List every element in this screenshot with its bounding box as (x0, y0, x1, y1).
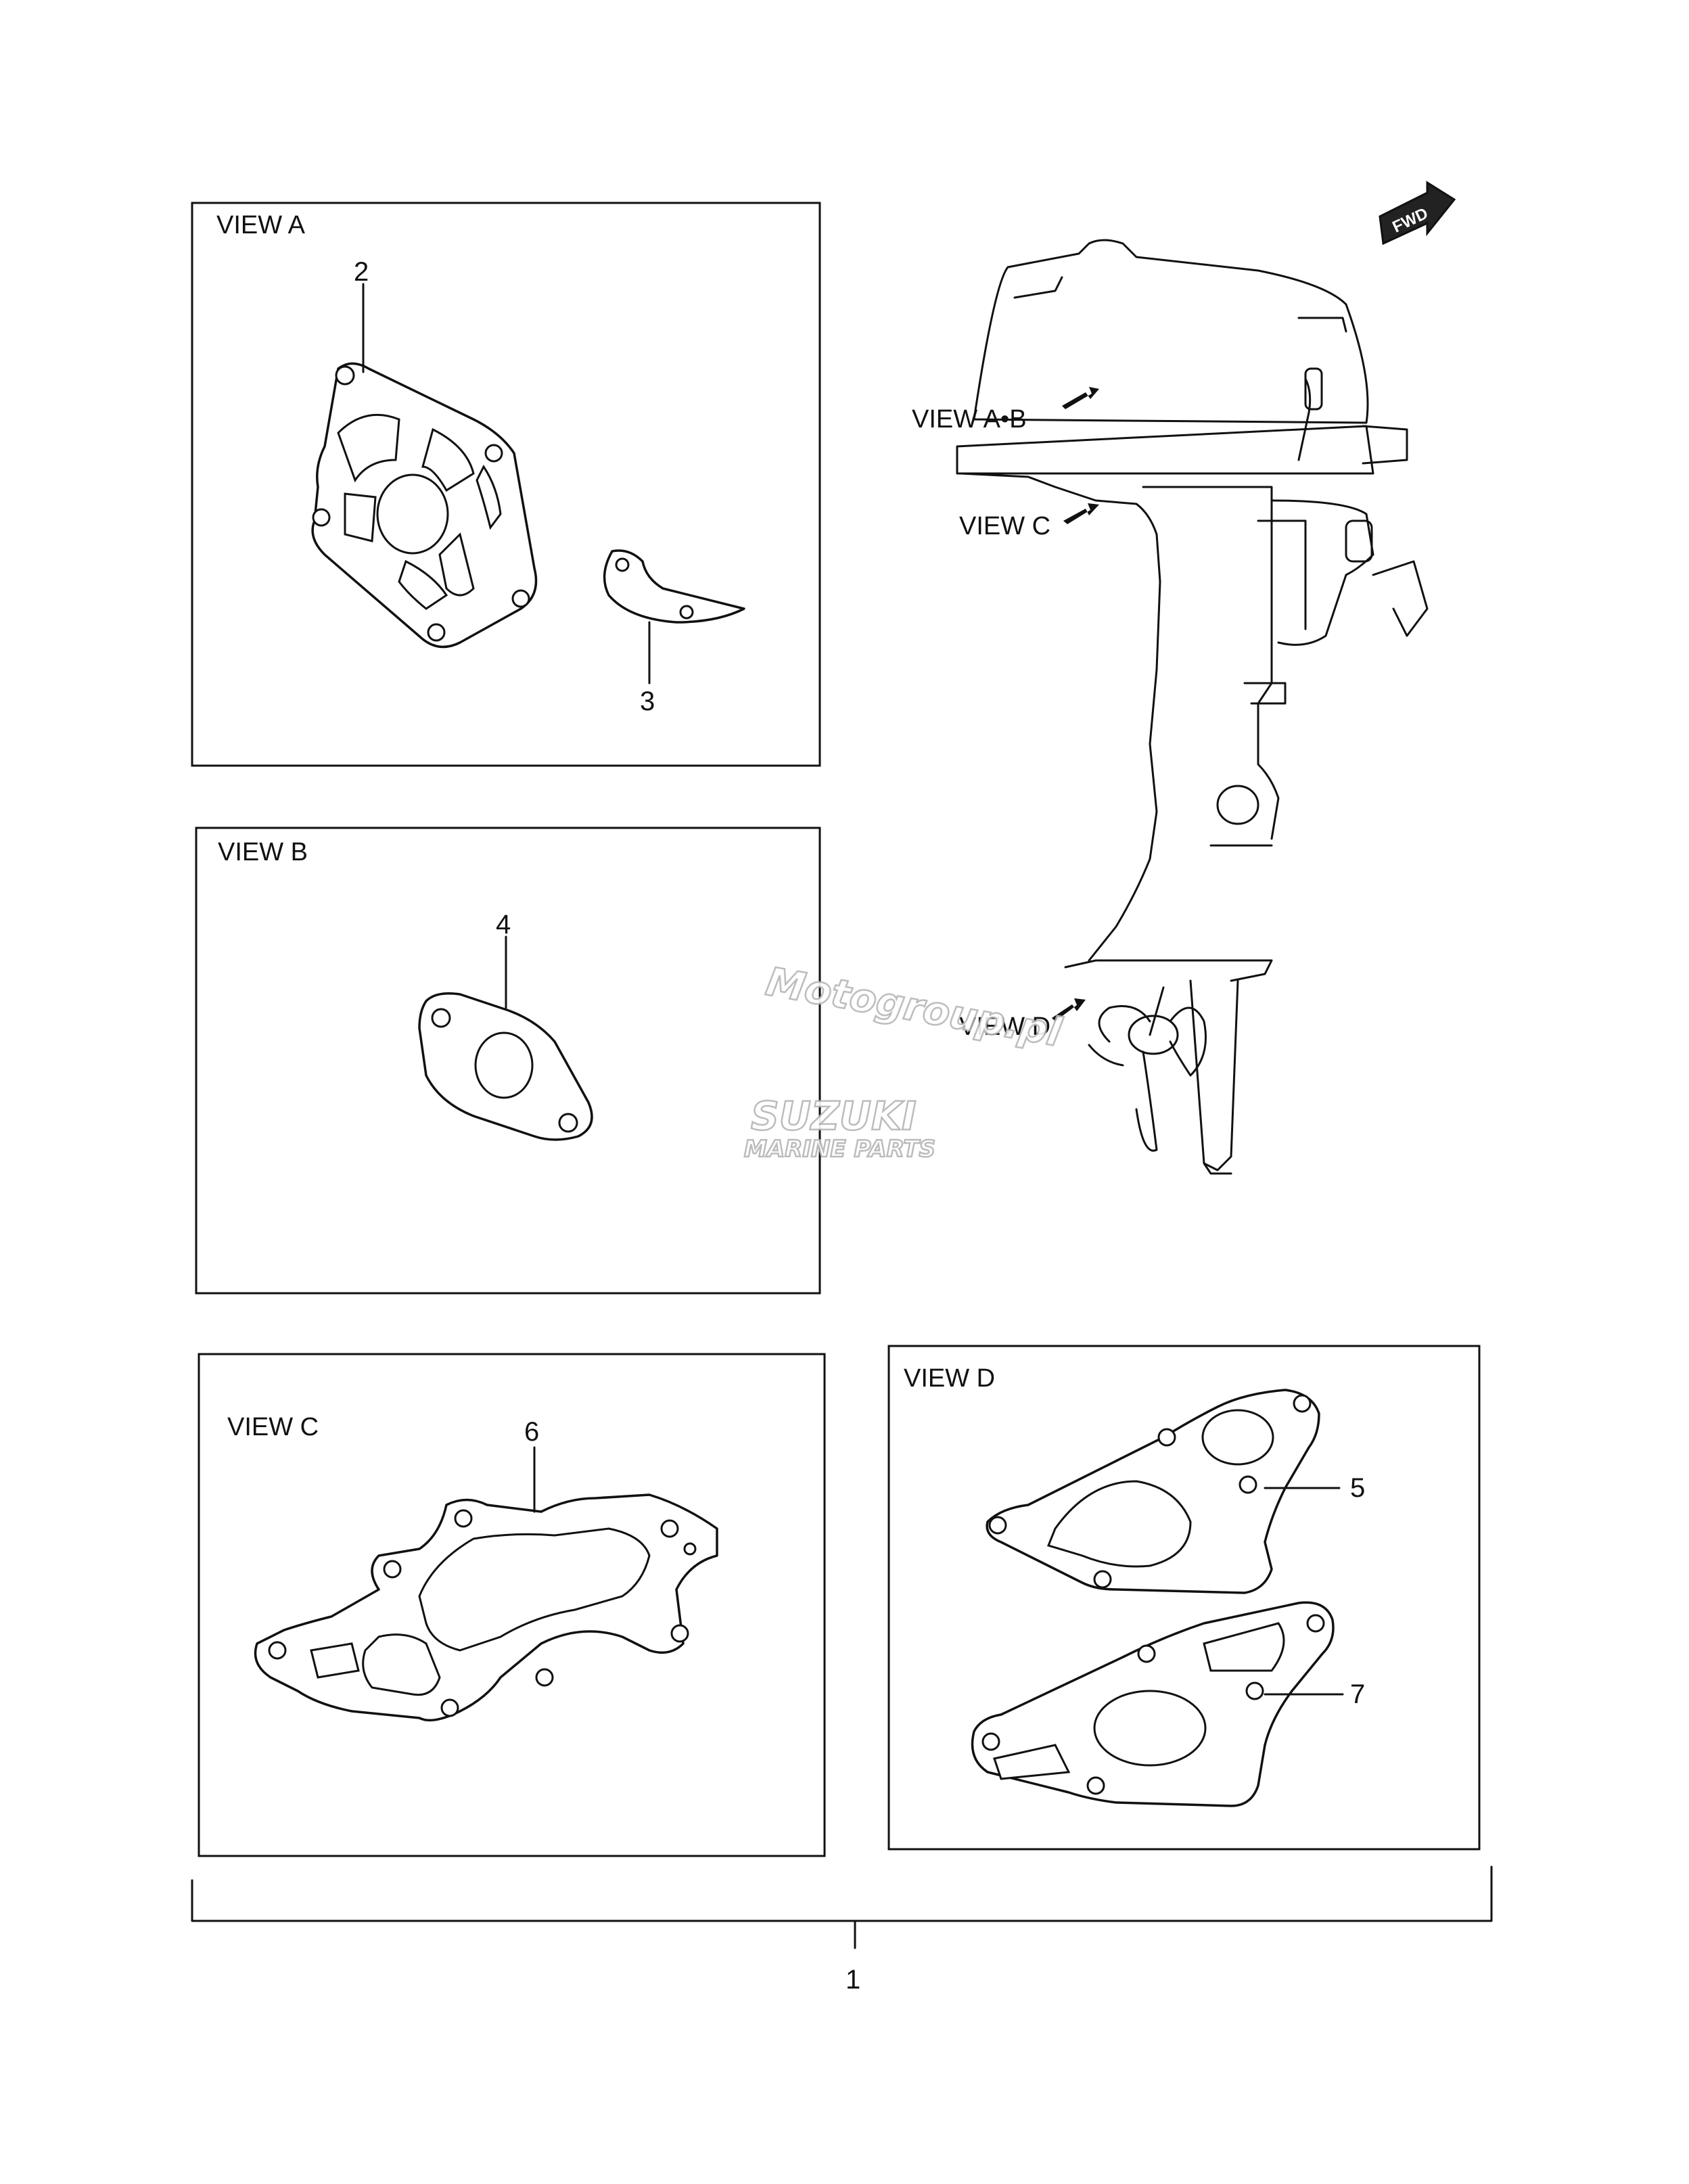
gasket-part-6 (254, 1493, 718, 1722)
part-number-3: 3 (640, 687, 655, 716)
watermark-sub: MARINE PARTS (744, 1136, 935, 1163)
view-c-title: VIEW C (227, 1413, 319, 1441)
outboard-motor-illustration (956, 239, 1429, 1175)
view-b-panel: VIEW B 4 (195, 827, 821, 1295)
gasket-part-4 (418, 992, 593, 1141)
view-d-panel: VIEW D 5 7 (887, 1345, 1481, 1851)
view-c-panel: VIEW C 6 (198, 1353, 826, 1857)
part-number-1: 1 (846, 1965, 860, 1995)
arrow-icon (1052, 387, 1099, 1021)
propeller (1088, 1005, 1207, 1152)
watermark-brand: SUZUKI (751, 1093, 917, 1139)
part-number-6: 6 (524, 1417, 539, 1447)
gasket-part-7 (971, 1601, 1335, 1807)
callout-view-ab: VIEW A•B (912, 405, 1027, 434)
part-number-5: 5 (1350, 1473, 1365, 1503)
part-number-4: 4 (496, 910, 511, 939)
part-number-2: 2 (354, 257, 369, 287)
kit-bracket: 1 (191, 1865, 1493, 1995)
gasket-part-5 (986, 1389, 1320, 1594)
view-a-title: VIEW A (216, 211, 306, 239)
part-number-7: 7 (1350, 1679, 1365, 1709)
view-a-panel: VIEW A 2 3 (191, 202, 821, 767)
gasket-part-3 (603, 549, 745, 624)
view-b-title: VIEW B (218, 838, 308, 866)
callout-view-d: VIEW D (959, 1013, 1050, 1041)
fwd-arrow-icon: FWD (1379, 181, 1456, 246)
callout-view-c: VIEW C (959, 512, 1050, 540)
view-d-title: VIEW D (904, 1364, 995, 1393)
gasket-part-2 (311, 362, 538, 649)
